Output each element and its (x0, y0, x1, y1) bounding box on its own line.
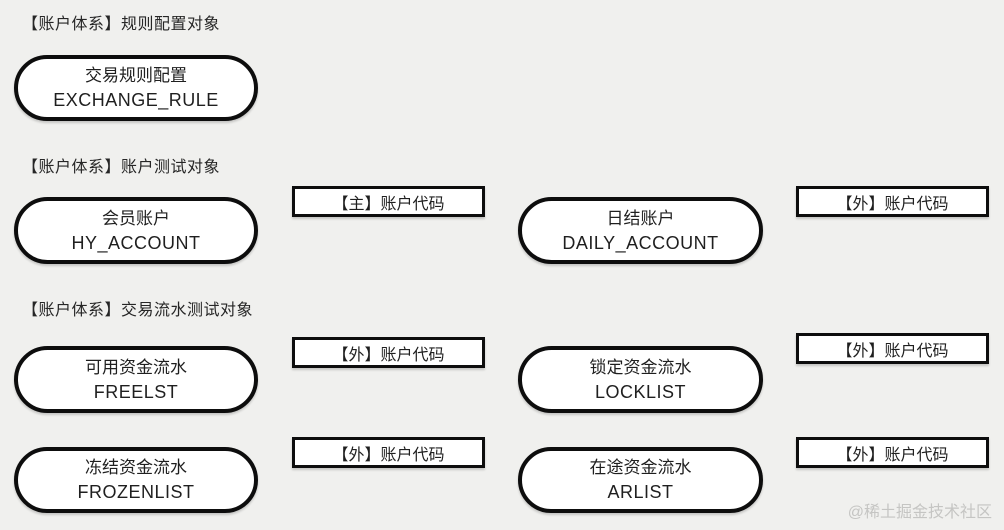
tag-label: 【外】账户代码 (836, 342, 949, 360)
tag-main-account-code: 【主】账户代码 (292, 186, 485, 217)
tag-ext-account-code-1: 【外】账户代码 (796, 186, 989, 217)
node-label: 会员账户 (102, 208, 170, 228)
tag-ext-account-code-5: 【外】账户代码 (796, 437, 989, 468)
section-title-account-test: 【账户体系】账户测试对象 (22, 159, 221, 176)
node-label: 交易规则配置 (85, 66, 187, 85)
node-code: ARLIST (607, 482, 674, 502)
node-daily-account: 日结账户 DAILY_ACCOUNT (518, 197, 763, 264)
node-code: LOCKLIST (594, 381, 687, 402)
tag-ext-account-code-2: 【外】账户代码 (292, 337, 485, 368)
tag-ext-account-code-3: 【外】账户代码 (796, 333, 989, 364)
tag-ext-account-code-4: 【外】账户代码 (292, 437, 485, 468)
node-code: HY_ACCOUNT (71, 232, 201, 253)
node-hy-account: 会员账户 HY_ACCOUNT (14, 197, 258, 264)
tag-label: 【外】账户代码 (332, 446, 445, 464)
node-freelst: 可用资金流水 FREELST (14, 346, 258, 413)
tag-label: 【外】账户代码 (332, 346, 445, 364)
node-code: FREELST (93, 381, 179, 402)
node-label: 在途资金流水 (589, 458, 692, 477)
section-title-flow-test: 【账户体系】交易流水测试对象 (22, 302, 254, 319)
section-title-rule-config: 【账户体系】规则配置对象 (22, 16, 221, 33)
node-label: 日结账户 (606, 208, 675, 228)
watermark: @稀土掘金技术社区 (847, 504, 992, 521)
node-label: 锁定资金流水 (589, 357, 692, 377)
node-frozenlist: 冻结资金流水 FROZENLIST (14, 447, 258, 513)
tag-label: 【外】账户代码 (836, 446, 949, 464)
node-code: EXCHANGE_RULE (53, 90, 219, 110)
node-label: 冻结资金流水 (85, 458, 187, 477)
node-code: DAILY_ACCOUNT (562, 232, 719, 253)
node-locklist: 锁定资金流水 LOCKLIST (518, 346, 763, 413)
tag-label: 【外】账户代码 (836, 195, 949, 213)
tag-label: 【主】账户代码 (332, 195, 445, 213)
node-label: 可用资金流水 (85, 357, 187, 377)
node-arlist: 在途资金流水 ARLIST (518, 447, 763, 513)
node-code: FROZENLIST (77, 482, 195, 502)
node-exchange-rule: 交易规则配置 EXCHANGE_RULE (14, 55, 258, 121)
